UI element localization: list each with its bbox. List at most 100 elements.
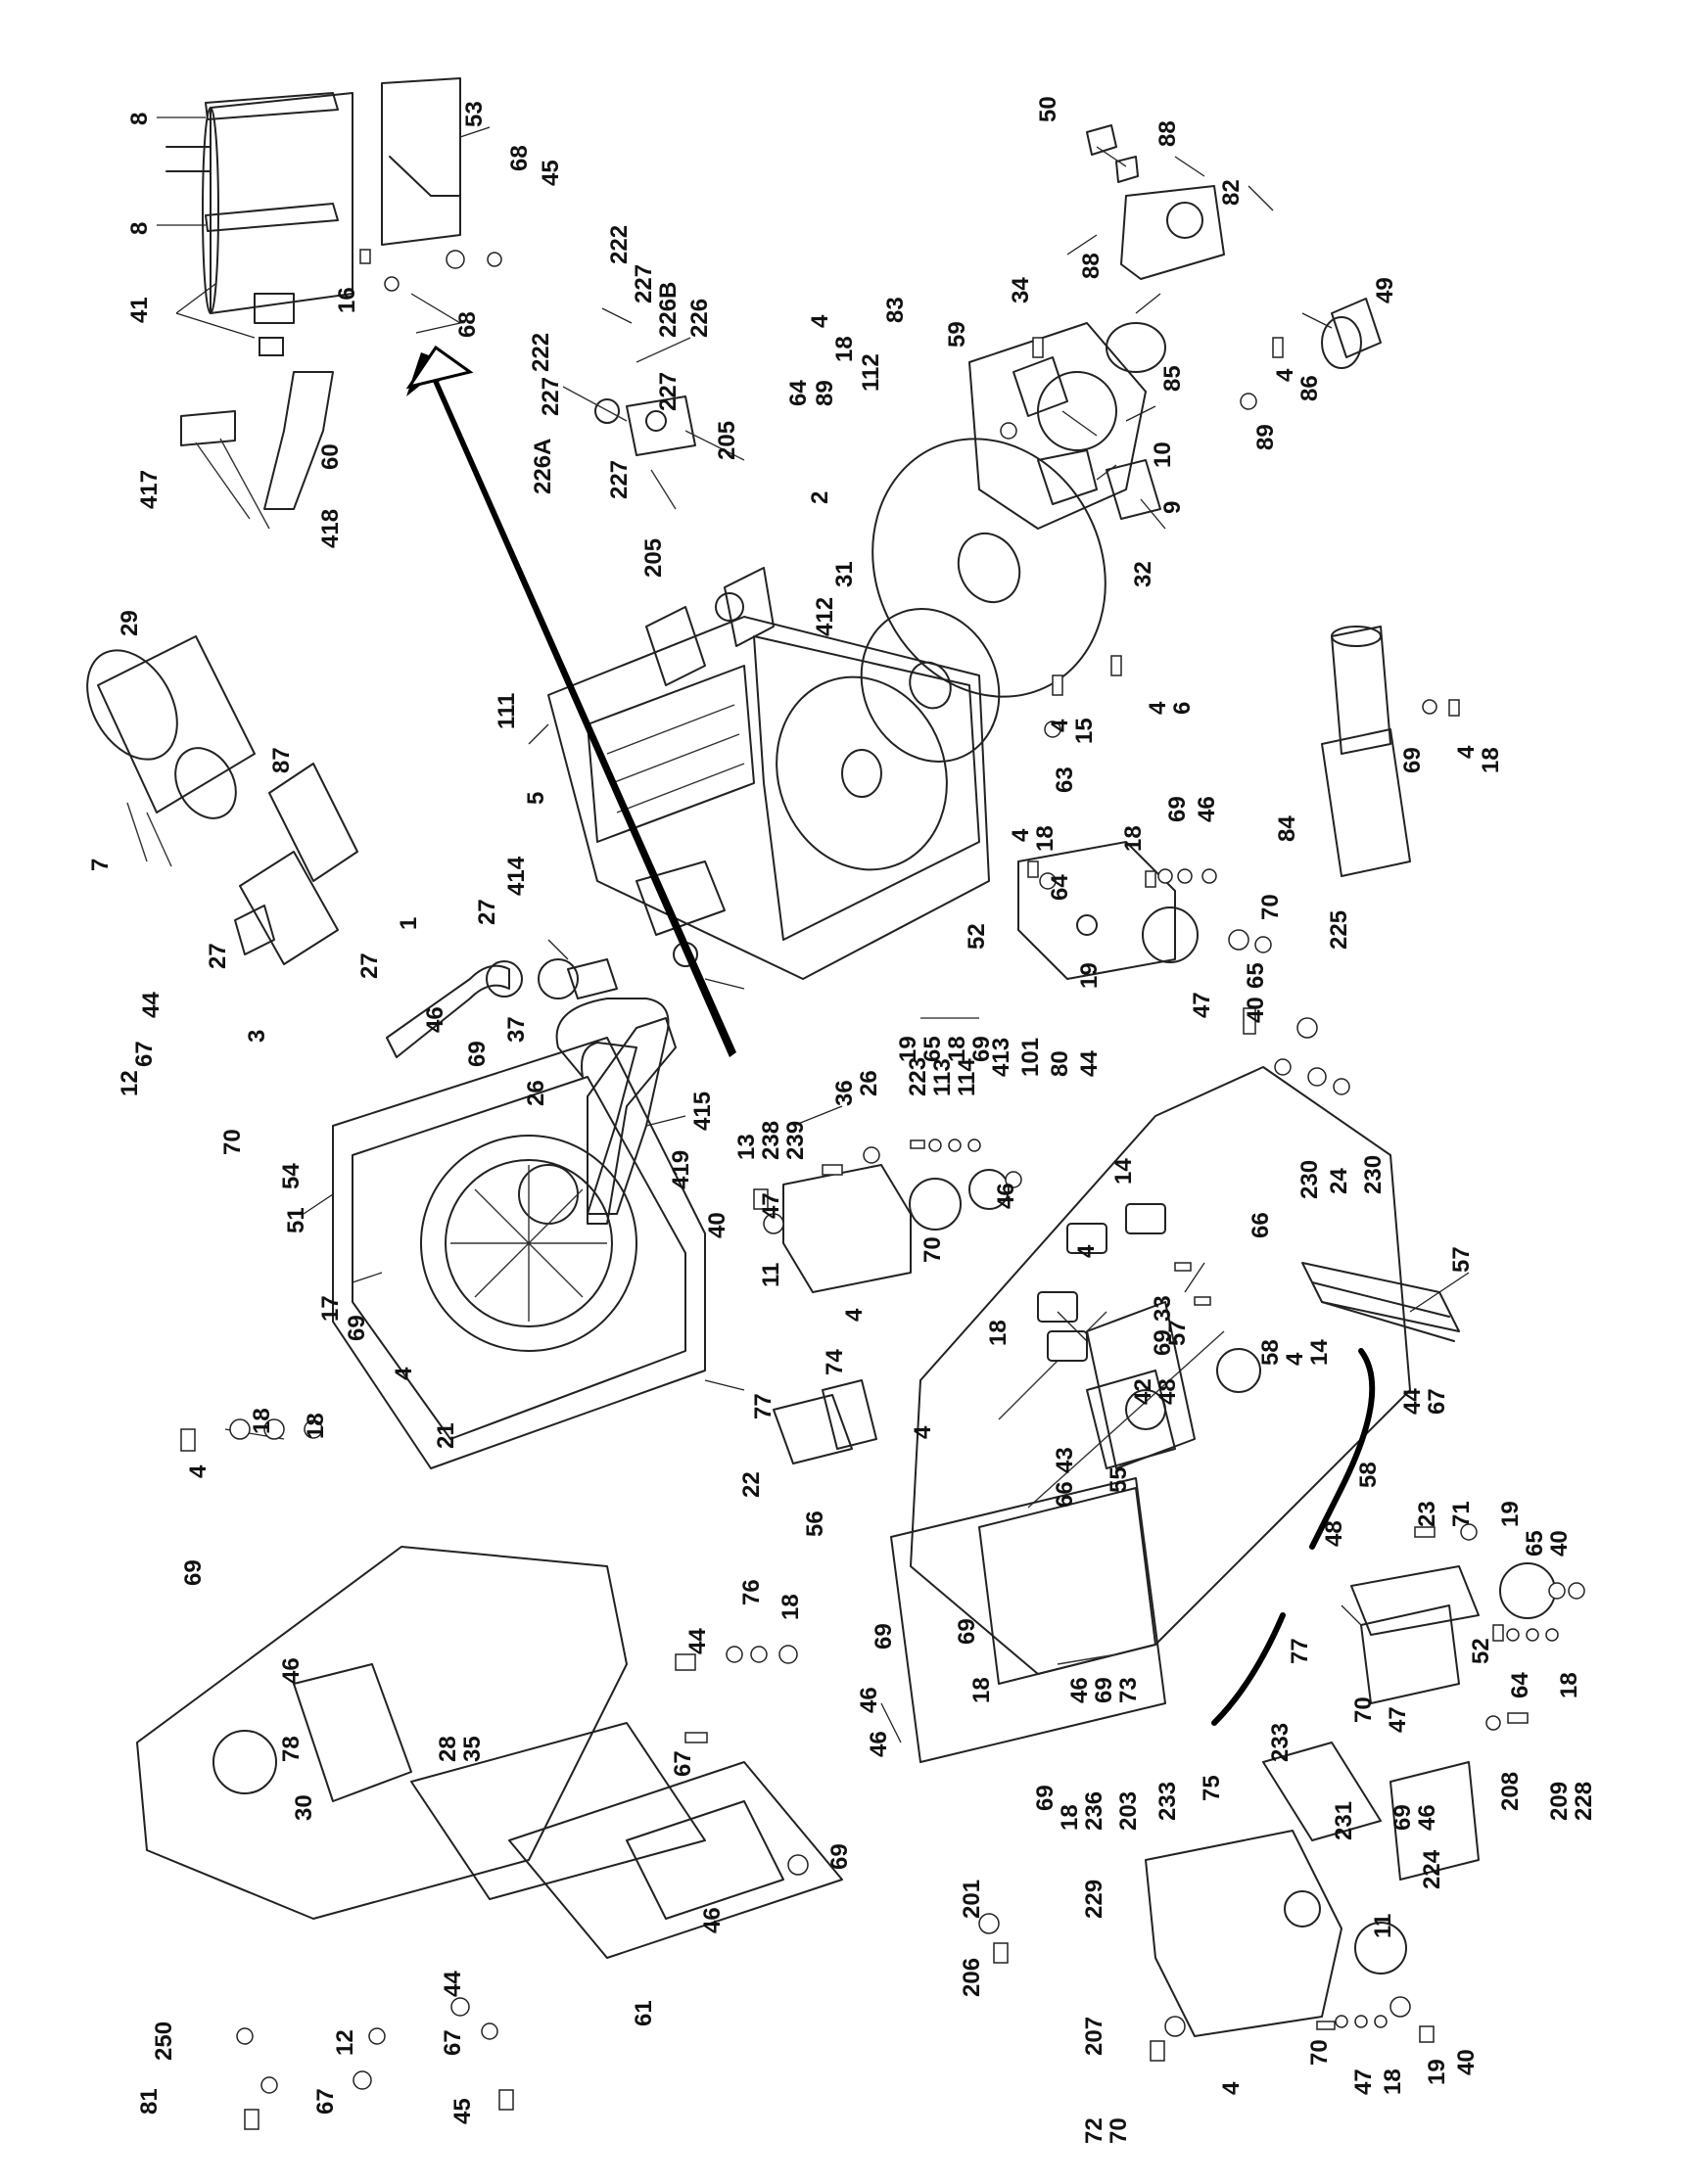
callout: 29 (117, 610, 143, 636)
callout: 55 (1106, 1466, 1132, 1493)
callout: 229 (1081, 1880, 1107, 1919)
callout: 18 (1032, 825, 1059, 852)
assembly-arrow (405, 345, 736, 1057)
callout: 77 (1287, 1638, 1313, 1664)
callout: 44 (1076, 1050, 1103, 1077)
callout: 30 (291, 1794, 317, 1821)
callout: 4 (1073, 1244, 1100, 1258)
callout: 101 (1017, 1038, 1044, 1077)
callout: 7 (87, 859, 114, 871)
callout: 31 (831, 561, 858, 587)
callout: 233 (1154, 1782, 1181, 1821)
callout: 69 (1399, 747, 1426, 773)
callout: 230 (1296, 1160, 1323, 1199)
callout: 67 (1424, 1388, 1450, 1415)
callout: 69 (1032, 1785, 1059, 1811)
callout-labels: 8 8 53 68 45 68 16 41 60 417 418 222 227… (87, 96, 1597, 2144)
callout: 69 (464, 1041, 491, 1067)
callout: 69 (826, 1843, 853, 1870)
callout: 18 (777, 1594, 804, 1620)
pump-coupling (1321, 626, 1411, 877)
callout: 14 (1306, 1339, 1333, 1366)
callout: 46 (866, 1731, 892, 1757)
callout: 69 (1150, 1329, 1176, 1356)
callout: 414 (503, 856, 530, 896)
callout: 69 (871, 1623, 897, 1650)
callout: 228 (1571, 1782, 1597, 1821)
callout: 88 (1154, 120, 1181, 147)
callout: 67 (131, 1041, 158, 1067)
callout: 37 (503, 1016, 530, 1043)
callout: 89 (812, 380, 838, 406)
battery-cables (1211, 1348, 1376, 1726)
callout: 53 (461, 101, 488, 127)
callout: 44 (440, 1971, 466, 1997)
callout: 58 (1257, 1339, 1284, 1366)
callout: 13 (733, 1134, 760, 1160)
callout: 222 (528, 333, 554, 372)
coolant-hose (555, 998, 670, 1215)
callout: 72 (1081, 2117, 1107, 2144)
callout: 12 (117, 1070, 143, 1096)
callout: 27 (205, 943, 231, 969)
callout: 59 (944, 321, 970, 348)
callout: 19 (1497, 1501, 1524, 1527)
callout: 4 (1008, 828, 1034, 842)
callout: 23 (1414, 1501, 1440, 1527)
callout: 46 (699, 1907, 726, 1933)
callout: 70 (219, 1129, 246, 1155)
intake-hose (386, 958, 618, 1058)
callout: 70 (1106, 2117, 1132, 2144)
callout: 87 (268, 747, 295, 773)
callout: 18 (1556, 1672, 1582, 1698)
callout: 11 (1370, 1914, 1396, 1938)
callout: 40 (704, 1212, 730, 1238)
callout: 34 (1008, 277, 1034, 303)
solenoid (773, 1379, 877, 1464)
callout: 28 (435, 1736, 461, 1762)
callout: 48 (1154, 1378, 1181, 1405)
callout: 113 (929, 1058, 956, 1096)
callout: 81 (136, 2088, 163, 2114)
callout: 4 (841, 1308, 868, 1322)
radiator (332, 1017, 706, 1469)
callout: 4 (1282, 1352, 1308, 1366)
callout: 44 (1399, 1388, 1426, 1415)
callout: 69 (344, 1315, 370, 1341)
callout: 18 (831, 336, 858, 362)
callout: 36 (831, 1080, 858, 1106)
callout: 74 (822, 1349, 848, 1375)
callout: 4 (1218, 2081, 1245, 2095)
callout: 18 (1478, 747, 1504, 773)
callout: 33 (1150, 1295, 1176, 1322)
callout: 69 (968, 1036, 995, 1062)
callout: 63 (1052, 767, 1078, 793)
air-cleaner (86, 635, 358, 965)
callout: 12 (332, 2029, 358, 2056)
callout: 227 (631, 264, 657, 303)
callout: 46 (1066, 1677, 1093, 1703)
callout: 69 (954, 1618, 980, 1645)
callout: 69 (1389, 1804, 1416, 1831)
callout: 4 (1453, 745, 1480, 759)
callout: 227 (655, 372, 682, 411)
callout: 49 (1372, 277, 1398, 303)
right-mount-bracket (1350, 1562, 1556, 1704)
flywheel-housing-plate (860, 438, 1106, 763)
callout: 46 (1194, 796, 1220, 822)
callout: 14 (1110, 1158, 1137, 1185)
callout: 4 (1145, 701, 1171, 715)
callout: 15 (1071, 718, 1098, 744)
callout: 24 (1326, 1168, 1352, 1194)
callout: 233 (1267, 1723, 1294, 1762)
callout: 18 (985, 1320, 1012, 1346)
valve-block-fittings (562, 337, 745, 510)
callout: 209 (1546, 1782, 1573, 1821)
callout: 8 (126, 222, 153, 235)
callout: 250 (151, 2021, 177, 2061)
callout: 43 (1052, 1447, 1078, 1473)
callout: 231 (1331, 1801, 1357, 1840)
callout: 114 (954, 1058, 980, 1096)
callout: 65 (919, 1036, 946, 1062)
callout: 58 (1355, 1462, 1382, 1488)
